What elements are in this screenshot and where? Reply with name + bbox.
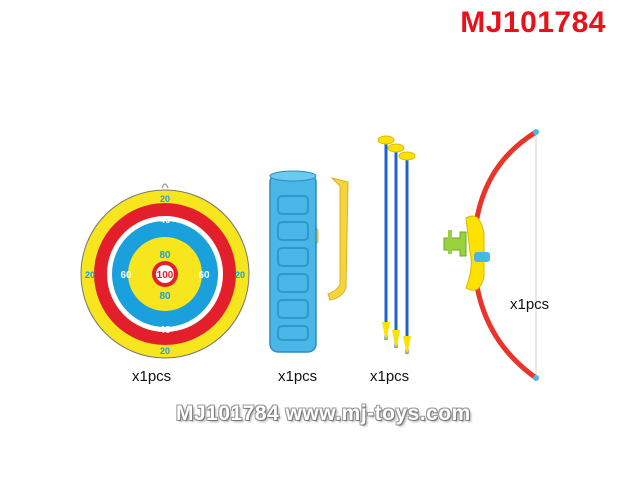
model-code-label: MJ101784 [460, 6, 606, 39]
bullseye-center [156, 265, 174, 283]
sight-pin [448, 230, 452, 254]
quiver-pattern [277, 195, 309, 341]
label-40-top: 40 [159, 215, 171, 226]
label-80-top: 80 [159, 250, 171, 261]
arrow-3 [398, 151, 416, 356]
arrow-1 [377, 135, 395, 342]
target-quantity-label: x1pcs [132, 368, 172, 385]
label-60-left: 60 [120, 270, 132, 281]
label-20-top: 20 [160, 194, 170, 204]
watermark-text: MJ101784 www.mj-toys.com [176, 402, 471, 425]
quiver-quantity-label: x1pcs [278, 368, 318, 385]
label-20-right: 20 [235, 270, 245, 280]
hanging-loop [161, 183, 169, 189]
arrow-rest [443, 231, 467, 257]
quiver-image [269, 170, 349, 353]
arrow-2 [387, 143, 405, 350]
bow-tip-top [533, 129, 539, 135]
bow-image [443, 129, 539, 381]
label-100: 100 [157, 270, 174, 281]
bow-grip-accent [474, 252, 490, 262]
target-board-image: 100 20 20 20 20 40 40 60 60 80 80 [80, 183, 250, 359]
arrows-image [377, 135, 416, 356]
label-20-left: 20 [85, 270, 95, 280]
quiver-strap [327, 177, 349, 301]
label-20-bottom: 20 [160, 346, 170, 356]
bow-quantity-label: x1pcs [510, 296, 550, 313]
bow-tip-bottom [533, 375, 539, 381]
quiver-opening [269, 170, 317, 182]
label-40-bottom: 40 [159, 325, 171, 336]
arrows-quantity-label: x1pcs [370, 368, 410, 385]
label-80-bottom: 80 [159, 291, 171, 302]
label-60-right: 60 [198, 270, 210, 281]
